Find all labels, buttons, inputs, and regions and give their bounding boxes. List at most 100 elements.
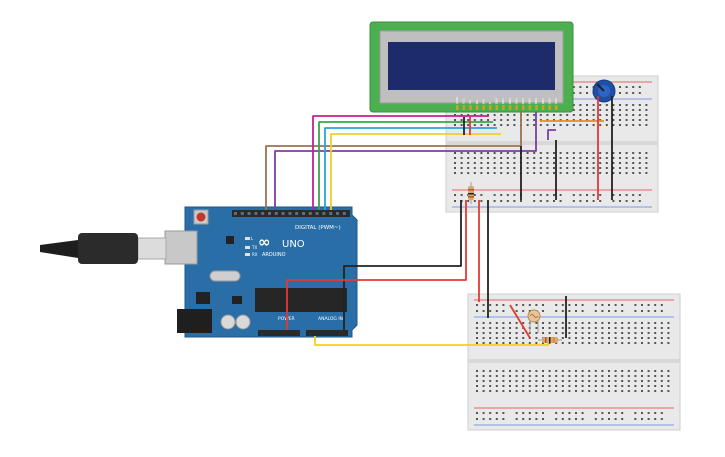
resistor-lcd-backlight[interactable] bbox=[468, 182, 474, 204]
potentiometer[interactable] bbox=[592, 79, 616, 103]
terminal-hole bbox=[533, 157, 536, 159]
terminal-hole bbox=[460, 119, 463, 121]
rail-hole bbox=[476, 412, 478, 414]
resistor-ldr-divider[interactable] bbox=[538, 337, 562, 343]
terminal-hole bbox=[641, 385, 643, 387]
terminal-hole bbox=[568, 322, 571, 324]
terminal-hole bbox=[480, 152, 483, 154]
terminal-hole bbox=[460, 152, 463, 154]
terminal-hole bbox=[561, 332, 564, 334]
terminal-hole bbox=[660, 327, 663, 329]
terminal-hole bbox=[568, 375, 571, 377]
terminal-hole bbox=[506, 162, 509, 164]
photoresistor[interactable] bbox=[527, 309, 541, 333]
header-hole bbox=[295, 212, 299, 215]
terminal-hole bbox=[482, 327, 485, 329]
terminal-hole bbox=[568, 342, 571, 344]
terminal-hole bbox=[513, 162, 516, 164]
wire-blue-d3[interactable] bbox=[324, 127, 497, 210]
terminal-hole bbox=[605, 104, 608, 106]
terminal-hole bbox=[502, 375, 505, 377]
rail-hole bbox=[572, 194, 575, 196]
wire-green-d4[interactable] bbox=[318, 121, 493, 210]
terminal-hole bbox=[542, 375, 544, 377]
terminal-hole bbox=[467, 162, 470, 164]
wire-black-gnd-top[interactable] bbox=[343, 200, 462, 330]
l-label: L bbox=[251, 236, 254, 241]
rail-hole bbox=[621, 304, 624, 306]
terminal-hole bbox=[645, 114, 648, 116]
terminal-hole bbox=[495, 337, 498, 339]
terminal-hole bbox=[621, 380, 624, 382]
terminal-hole bbox=[555, 332, 558, 334]
wire-purple-d11[interactable] bbox=[274, 112, 537, 210]
terminal-hole bbox=[592, 167, 595, 169]
terminal-hole bbox=[579, 104, 582, 106]
rail-hole bbox=[594, 310, 597, 312]
terminal-hole bbox=[535, 342, 538, 344]
terminal-hole bbox=[548, 332, 551, 334]
rail-hole bbox=[482, 412, 485, 414]
terminal-hole bbox=[515, 370, 518, 372]
terminal-hole bbox=[634, 337, 637, 339]
terminal-hole bbox=[522, 385, 525, 387]
rail-hole bbox=[506, 200, 509, 202]
terminal-hole bbox=[526, 157, 529, 159]
breadboard-bottom[interactable] bbox=[467, 293, 681, 431]
terminal-hole bbox=[634, 327, 637, 329]
terminal-hole bbox=[454, 119, 456, 121]
rail-hole bbox=[528, 310, 531, 312]
terminal-hole bbox=[553, 152, 555, 154]
wire-red-5v-top[interactable] bbox=[286, 200, 467, 330]
terminal-hole bbox=[467, 167, 470, 169]
terminal-hole bbox=[502, 385, 505, 387]
terminal-hole bbox=[566, 152, 569, 154]
header-hole bbox=[261, 212, 265, 215]
terminal-hole bbox=[612, 124, 615, 126]
terminal-hole bbox=[592, 157, 595, 159]
terminal-hole bbox=[592, 152, 595, 154]
terminal-hole bbox=[513, 119, 516, 121]
lcd-pin-label: DB5 bbox=[528, 98, 532, 104]
terminal-hole bbox=[489, 332, 492, 334]
terminal-hole bbox=[482, 380, 485, 382]
terminal-hole bbox=[568, 380, 571, 382]
terminal-hole bbox=[654, 390, 657, 392]
terminal-hole bbox=[561, 370, 564, 372]
terminal-hole bbox=[522, 370, 525, 372]
wire-purple-pot[interactable] bbox=[547, 129, 556, 140]
lcd-pin bbox=[482, 105, 485, 110]
terminal-hole bbox=[579, 157, 582, 159]
terminal-hole bbox=[566, 124, 569, 126]
arduino-uno-board[interactable]: L TX RX DIGITAL (PWM~) ∞ UNO ARDUINO POW… bbox=[40, 206, 358, 338]
lcd-pin bbox=[502, 105, 505, 110]
terminal-hole bbox=[594, 337, 597, 339]
terminal-hole bbox=[489, 380, 492, 382]
terminal-hole bbox=[592, 172, 595, 174]
wire-magenta-d5[interactable] bbox=[312, 115, 489, 210]
wire-yellow-d2[interactable] bbox=[330, 133, 501, 210]
terminal-hole bbox=[506, 124, 509, 126]
terminal-hole bbox=[594, 332, 597, 334]
terminal-hole bbox=[641, 327, 643, 329]
terminal-hole bbox=[495, 322, 498, 324]
terminal-hole bbox=[559, 172, 562, 174]
terminal-hole bbox=[539, 152, 542, 154]
terminal-hole bbox=[515, 337, 518, 339]
wire-brown-d12[interactable] bbox=[265, 112, 522, 210]
terminal-hole bbox=[605, 172, 608, 174]
rail-hole bbox=[647, 304, 650, 306]
terminal-hole bbox=[581, 332, 584, 334]
rail-hole bbox=[568, 310, 571, 312]
tx-label: TX bbox=[251, 245, 257, 250]
terminal-hole bbox=[506, 114, 509, 116]
terminal-hole bbox=[625, 162, 628, 164]
terminal-hole bbox=[502, 390, 505, 392]
rail-hole bbox=[647, 310, 650, 312]
wire-red-ldr[interactable] bbox=[509, 304, 531, 339]
terminal-hole bbox=[660, 370, 663, 372]
terminal-hole bbox=[654, 370, 657, 372]
terminal-hole bbox=[473, 119, 476, 121]
terminal-hole bbox=[495, 327, 498, 329]
